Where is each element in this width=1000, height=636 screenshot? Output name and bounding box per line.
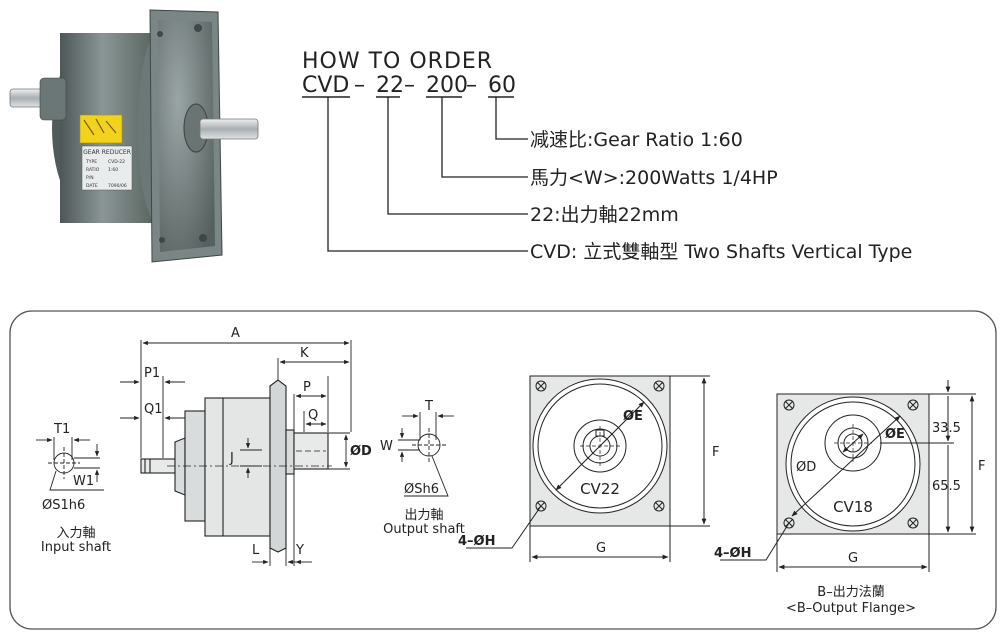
input-shaft-section — [36, 437, 104, 491]
dim-label-q1: Q1 — [144, 402, 163, 417]
nameplate-row: RATIO — [86, 167, 100, 173]
dim-label-g: G — [596, 541, 606, 556]
input-shaft-label-cn: 入力軸 — [56, 526, 95, 541]
order-line-type: CVD: 立式雙軸型 Two Shafts Vertical Type — [530, 241, 912, 263]
nameplate-row: TYPE — [85, 159, 97, 165]
dim-label-f: F — [978, 459, 985, 474]
dim-value-bottom: 65.5 — [932, 479, 961, 494]
dim-label-k: K — [300, 346, 309, 361]
code-dash: – — [466, 73, 477, 98]
nameplate-row: DATE — [86, 183, 98, 189]
dim-label-a: A — [231, 326, 240, 341]
nameplate-value: CVD-22 — [108, 159, 125, 165]
dim-label-w: W — [380, 439, 393, 454]
dim-label-d: ØD — [796, 460, 816, 475]
order-line-power: 馬力<W>:200Watts 1/4HP — [530, 167, 778, 189]
output-shaft-labels: T W ØSh6 出力軸 Output shaft — [380, 399, 465, 537]
dim-label-y: Y — [295, 543, 304, 558]
dim-label-w1: W1 — [73, 474, 94, 489]
order-line-shaft: 22:出力軸22mm — [530, 204, 679, 226]
dim-label-d: ØD — [350, 444, 372, 459]
code-shaft: 22 — [376, 73, 404, 98]
dim-label-q: Q — [308, 408, 318, 423]
flange-cv22 — [466, 375, 710, 562]
dim-label-e: ØE — [623, 409, 643, 424]
dim-label-h: 4–ØH — [714, 546, 751, 561]
code-power: 200 — [426, 73, 468, 98]
dim-value-top: 33.5 — [932, 421, 961, 436]
nameplate-value: 7090/06 — [108, 183, 127, 189]
flange-caption-en: <B–Output Flange> — [786, 601, 916, 616]
order-title: HOW TO ORDER — [302, 49, 493, 74]
flange-caption-cn: B–出力法蘭 — [817, 584, 884, 600]
side-view-labels: A K P1 Q1 P Q J ØD L Y — [144, 326, 372, 558]
output-shaft-section — [398, 412, 454, 497]
dim-label-t1: T1 — [53, 422, 70, 437]
mount-hole — [535, 380, 665, 512]
dim-label-j: J — [229, 451, 234, 466]
code-dash: – — [404, 73, 415, 98]
input-shaft-label-en: Input shaft — [41, 540, 111, 555]
dim-label-s: ØSh6 — [404, 482, 439, 497]
motor-photo: GEAR REDUCER TYPE RATIO P/N DATE CVD-22 … — [9, 9, 259, 263]
dim-label-t: T — [424, 399, 433, 414]
output-shaft-label-cn: 出力軸 — [404, 508, 443, 523]
how-to-order: HOW TO ORDER CVD – 22 – 200 – 60 减速比:Gea… — [302, 49, 912, 263]
flange-cv18-name: CV18 — [833, 498, 873, 516]
dim-label-g: G — [848, 551, 858, 566]
dim-label-p: P — [303, 380, 311, 395]
code-series: CVD — [302, 73, 349, 98]
flange-cv22-labels: ØE CV22 F G 4–ØH — [458, 409, 719, 556]
order-leaders — [327, 97, 528, 252]
dim-label-h: 4–ØH — [458, 534, 495, 549]
side-view — [140, 379, 332, 553]
flange-cv18 — [720, 380, 976, 572]
flange-cv18-labels: ØE ØD CV18 33.5 65.5 F G 4–ØH B–出力法蘭 <B–… — [714, 421, 985, 616]
dim-label-e: ØE — [885, 427, 905, 442]
dim-label-p1: P1 — [144, 366, 160, 381]
flange-cv22-name: CV22 — [580, 480, 620, 498]
mount-hole — [783, 399, 919, 529]
input-shaft-labels: T1 W1 ØS1h6 入力軸 Input shaft — [41, 422, 111, 555]
dim-label-f: F — [712, 445, 719, 460]
code-ratio: 60 — [488, 73, 516, 98]
nameplate-title: GEAR REDUCER — [83, 149, 131, 156]
nameplate-value: 1:60 — [108, 167, 118, 173]
order-line-ratio: 减速比:Gear Ratio 1:60 — [530, 129, 743, 151]
drawing-panel — [9, 310, 997, 630]
dim-label-l: L — [252, 543, 260, 558]
side-view-dims — [120, 340, 352, 566]
output-shaft-label-en: Output shaft — [383, 522, 465, 537]
nameplate-row: P/N — [86, 175, 94, 181]
code-dash: – — [354, 73, 365, 98]
dim-label-s1: ØS1h6 — [42, 498, 85, 513]
